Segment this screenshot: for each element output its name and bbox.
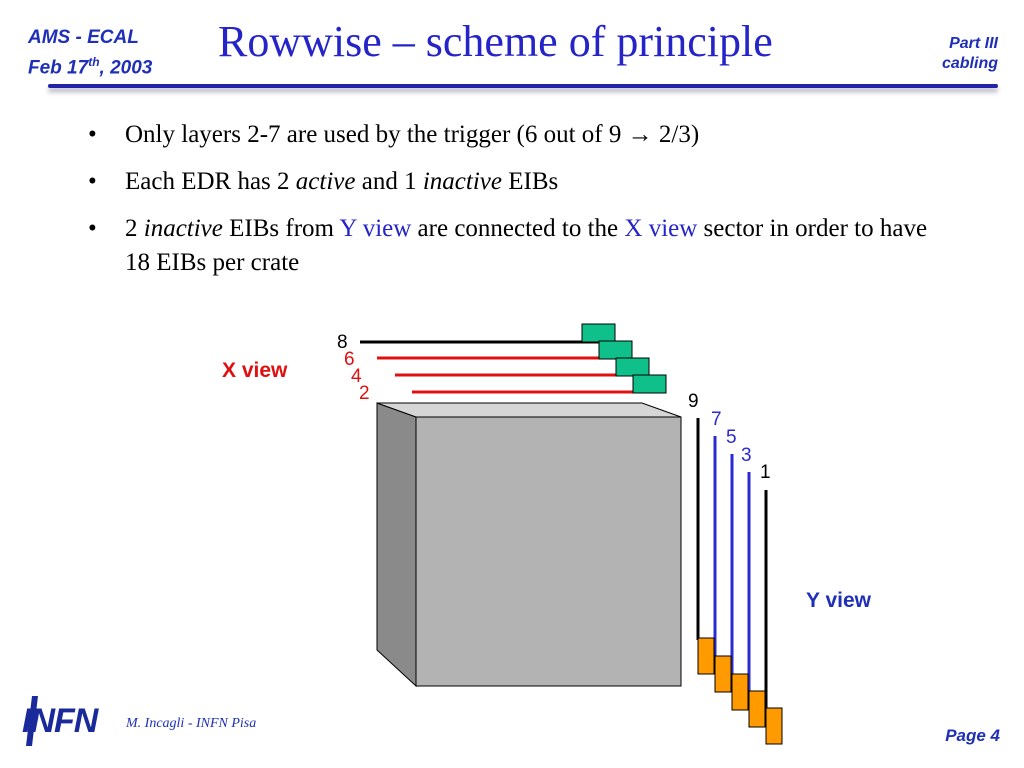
y-layer-3-label: 3 bbox=[741, 445, 752, 466]
y-eib-box-5 bbox=[731, 673, 749, 711]
y-view-label: Y view bbox=[806, 589, 872, 612]
bullet-3-pre: 2 bbox=[125, 215, 144, 242]
infn-logo-swoosh bbox=[26, 696, 38, 746]
page-title: Rowwise – scheme of principle bbox=[218, 17, 773, 66]
header-project: AMS - ECAL bbox=[28, 27, 139, 48]
x-layer-4-label: 4 bbox=[351, 366, 362, 387]
x-layer-8-label: 8 bbox=[337, 332, 348, 353]
x-eib-box-8 bbox=[581, 323, 616, 343]
x-view-label: X view bbox=[222, 359, 288, 382]
x-eib-box-4 bbox=[615, 357, 650, 377]
header-right: Part III cabling bbox=[942, 34, 998, 74]
x-layer-6-label: 6 bbox=[344, 349, 355, 370]
y-eib-box-7 bbox=[714, 655, 732, 693]
bullet-3-inactive: inactive bbox=[143, 215, 223, 242]
header-left: AMS - ECAL Feb 17th, 2003 bbox=[28, 26, 198, 80]
infn-logo: INFN bbox=[22, 696, 101, 746]
x-eib-box-6 bbox=[598, 340, 633, 360]
bullet-2-mid: and 1 bbox=[355, 168, 423, 195]
header-date-year: , 2003 bbox=[99, 57, 153, 79]
header-date-sup: th bbox=[88, 55, 100, 69]
bullet-3-mid2: are connected to the bbox=[411, 215, 625, 242]
footer-author: M. Incagli - INFN Pisa bbox=[126, 716, 257, 731]
y-layer-1-label: 1 bbox=[760, 462, 771, 483]
header-part: Part III bbox=[949, 35, 998, 52]
bullet-item-3: 2 inactive EIBs from Y view are connecte… bbox=[82, 212, 942, 280]
header-date: Feb 17th, 2003 bbox=[28, 50, 198, 80]
header-rule bbox=[48, 84, 998, 88]
header-section: cabling bbox=[941, 55, 998, 72]
bullet-2-pre: Each EDR has 2 bbox=[125, 168, 296, 195]
header-date-day: Feb 17 bbox=[28, 57, 89, 79]
bullet-3-xview: X view bbox=[624, 215, 698, 242]
cube-front bbox=[415, 416, 682, 687]
y-layer-9-label: 9 bbox=[688, 391, 699, 412]
x-eib-box-2 bbox=[632, 374, 667, 394]
bullet-3-yview: Y view bbox=[339, 215, 412, 242]
y-layer-5-label: 5 bbox=[726, 427, 737, 448]
bullet-2-inactive: inactive bbox=[422, 168, 502, 195]
y-eib-box-3 bbox=[748, 690, 766, 728]
bullet-2-active: active bbox=[295, 168, 356, 195]
y-eib-box-1 bbox=[765, 707, 783, 745]
cube-side bbox=[376, 402, 417, 688]
bullet-item-1: Only layers 2-7 are used by the trigger … bbox=[82, 118, 942, 152]
page-number: Page 4 bbox=[945, 726, 1000, 745]
bullet-3-mid1: EIBs from bbox=[222, 215, 340, 242]
y-layer-7-label: 7 bbox=[711, 409, 722, 430]
bullet-item-2: Each EDR has 2 active and 1 inactive EIB… bbox=[82, 165, 942, 199]
x-layer-2-label: 2 bbox=[359, 383, 370, 404]
bullet-2-post: EIBs bbox=[501, 168, 559, 195]
bullet-3-post: sector in order to have 18 EIBs per crat… bbox=[125, 215, 928, 276]
bullet-1-text: Only layers 2-7 are used by the trigger … bbox=[125, 121, 700, 148]
y-eib-box-9 bbox=[697, 637, 715, 675]
bullet-list: Only layers 2-7 are used by the trigger … bbox=[82, 118, 942, 293]
cube-top bbox=[376, 402, 682, 418]
